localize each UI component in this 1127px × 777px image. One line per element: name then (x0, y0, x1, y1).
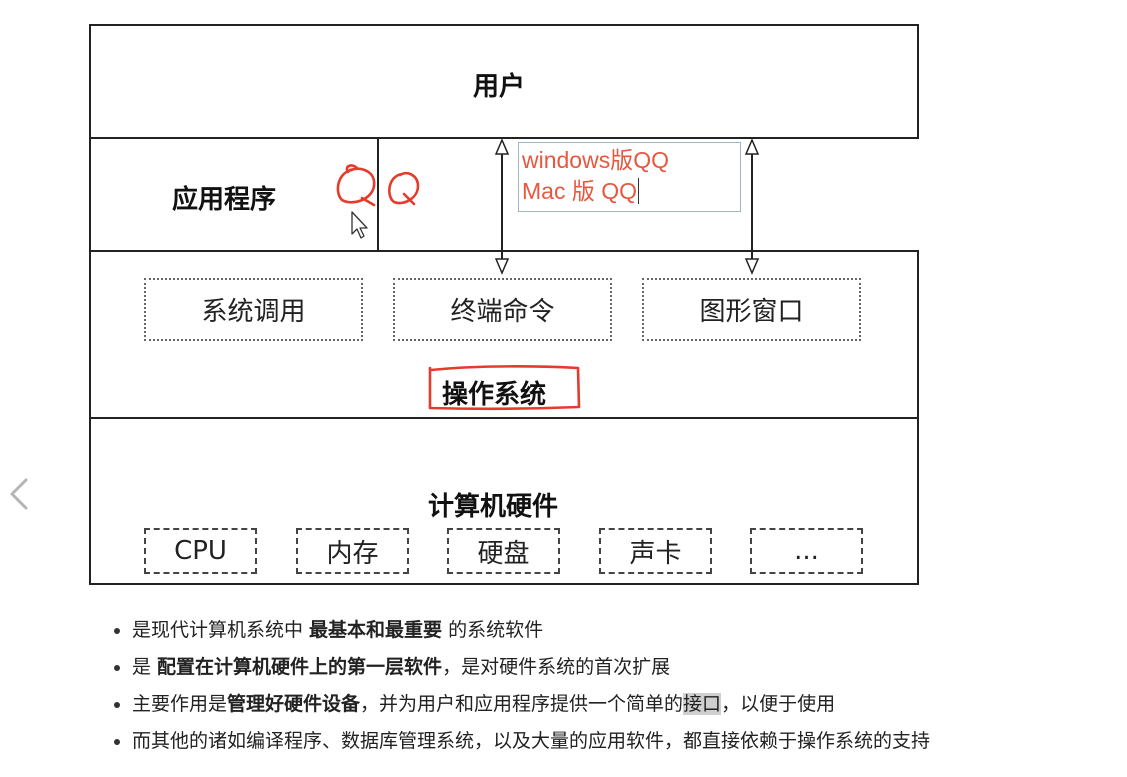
os-structure-diagram: 用户 应用程序 系统调用 终端命令 图形窗口 操作系统 计算机硬件 CPU 内存… (89, 24, 919, 585)
handwritten-q-marks (336, 164, 420, 207)
left-double-arrow (494, 138, 510, 275)
qq-line-windows: windows版QQ (522, 147, 669, 173)
hardware-layer (89, 417, 919, 585)
hardware-title: 计算机硬件 (428, 492, 559, 522)
text-caret (638, 178, 640, 204)
list-item: 是 配置在计算机硬件上的第一层软件，是对硬件系统的首次扩展 (112, 649, 930, 686)
cpu-box: CPU (144, 528, 257, 574)
right-double-arrow (744, 138, 760, 275)
bullet-bold-text: 管理好硬件设备 (227, 693, 361, 715)
gui-window-box: 图形窗口 (642, 278, 861, 341)
bullet-text: ，以便于使用 (721, 693, 836, 715)
prev-slide-button[interactable] (6, 474, 36, 514)
user-layer (89, 24, 919, 139)
bullet-text: 是现代计算机系统中 (132, 619, 310, 641)
bullet-text: 而其他的诸如编译程序、数据库管理系统，以及大量的应用软件，都直接依赖于操作系统的… (132, 730, 931, 752)
memory-box: 内存 (296, 528, 409, 574)
bullet-text: 是 (132, 656, 158, 678)
highlighted-text: 接口 (683, 693, 722, 715)
disk-box: 硬盘 (447, 528, 560, 574)
list-item: 主要作用是管理好硬件设备，并为用户和应用程序提供一个简单的接口，以便于使用 (112, 686, 930, 723)
qq-annotation-textbox[interactable]: windows版QQ Mac 版 QQ (518, 142, 741, 212)
terminal-command-box: 终端命令 (393, 278, 612, 341)
bullet-bold-text: 配置在计算机硬件上的第一层软件 (157, 656, 443, 678)
syscall-box: 系统调用 (144, 278, 363, 341)
bullet-bold-text: 最基本和最重要 (309, 619, 443, 641)
list-item: 而其他的诸如编译程序、数据库管理系统，以及大量的应用软件，都直接依赖于操作系统的… (112, 723, 930, 760)
annotation-overlay (336, 138, 760, 410)
bullet-text: ，并为用户和应用程序提供一个简单的 (360, 693, 684, 715)
qq-line-mac: Mac 版 QQ (522, 178, 640, 204)
os-title: 操作系统 (442, 380, 547, 410)
handwritten-highlight-box (428, 365, 581, 410)
bullet-text: ，是对硬件系统的首次扩展 (442, 656, 671, 678)
bullet-text: 主要作用是 (132, 693, 228, 715)
list-item: 是现代计算机系统中 最基本和最重要 的系统软件 (112, 612, 930, 649)
bullet-text: 的系统软件 (442, 619, 544, 641)
app-title: 应用程序 (172, 185, 277, 215)
notes-list: 是现代计算机系统中 最基本和最重要 的系统软件 是 配置在计算机硬件上的第一层软… (112, 612, 930, 760)
more-box: ... (750, 528, 863, 574)
mouse-cursor-icon (351, 211, 368, 239)
soundcard-box: 声卡 (599, 528, 712, 574)
user-title: 用户 (473, 72, 526, 102)
chevron-left-icon (10, 478, 28, 510)
